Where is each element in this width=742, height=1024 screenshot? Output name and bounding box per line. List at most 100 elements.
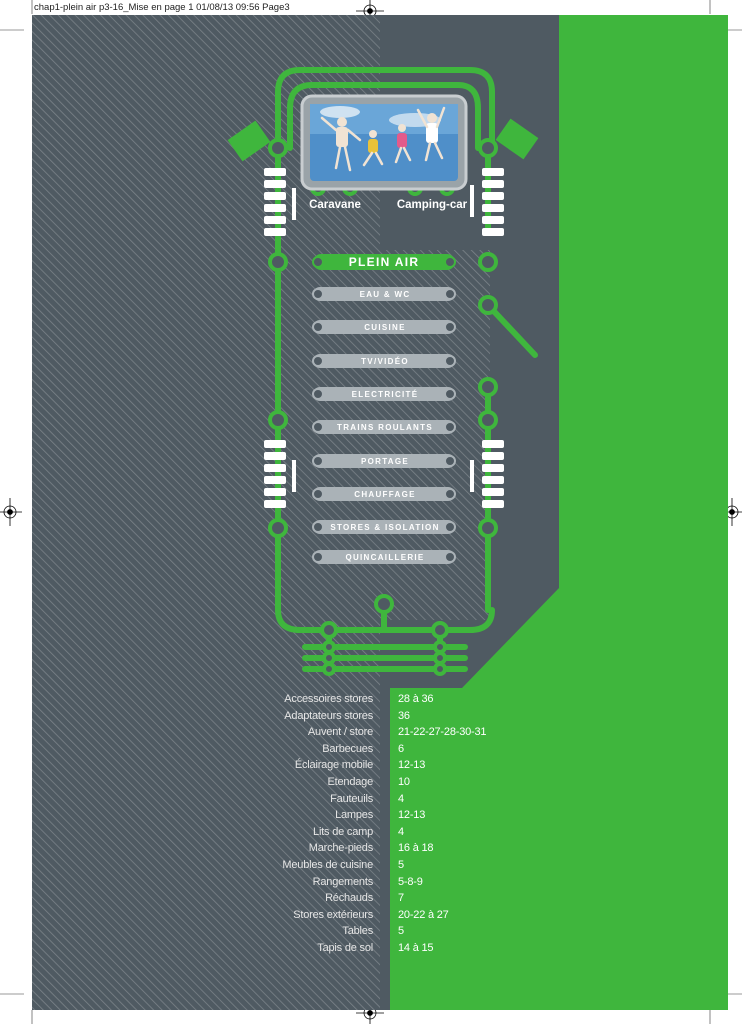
index-entry-pages: 20-22 à 27: [398, 908, 449, 921]
index-entry-pages: 14 à 15: [398, 942, 434, 954]
caravan-icons-top-left: [264, 168, 296, 236]
index-row: Stores extérieurs 20-22 à 27: [240, 909, 640, 925]
index-entry-name: Barbecues: [322, 742, 373, 755]
menu-item-node: [312, 551, 324, 563]
index-entry-name: Accessoires stores: [284, 693, 373, 705]
index-row: Auvent / store 21-22-27-28-30-31: [240, 726, 640, 742]
index-entry-pages: 36: [398, 709, 410, 722]
menu-item-node: [444, 551, 456, 563]
index-entry-pages: 7: [398, 892, 404, 905]
print-header: chap1-plein air p3-16_Mise en page 1 01/…: [34, 2, 290, 13]
index-entry-name: Meubles de cuisine: [282, 859, 373, 871]
menu-item[interactable]: PORTAGE: [312, 454, 456, 468]
menu-item-node: [312, 288, 324, 300]
menu-item-node: [312, 355, 324, 367]
index-entry-pages: 12-13: [398, 809, 426, 822]
menu-item-label: EAU & WC: [360, 290, 411, 299]
index-entry-name: Tables: [342, 925, 373, 938]
menu-item-node: [444, 421, 456, 433]
index-entry-name: Stores extérieurs: [293, 908, 373, 921]
caravane-label: Caravane: [309, 199, 361, 211]
menu-item-bar: [313, 320, 455, 334]
caravan-icons-mid-left: [264, 440, 296, 508]
index-row: Lampes 12-13: [240, 809, 640, 825]
hatched-center: [285, 250, 490, 620]
menu-item-bar: [313, 454, 455, 468]
index-entry-pages: 5-8-9: [398, 875, 423, 888]
menu-item-label: TV/VIDÉO: [361, 357, 409, 366]
index-row: Réchauds 7: [240, 892, 640, 908]
index-entry-pages: 21-22-27-28-30-31: [398, 726, 487, 739]
menu-item-bar: [313, 287, 455, 301]
camping-car-label: Camping-car: [397, 199, 468, 211]
menu-item-node: [312, 321, 324, 333]
menu-items: EAU & WC CUISINE TV/VIDÉO ELECTRICITÉ TRAINS…: [312, 287, 456, 564]
menu-item-label: TRAINS ROULANTS: [337, 423, 433, 432]
index-entry-pages: 16 à 18: [398, 842, 434, 855]
index-entry-name: Etendage: [327, 776, 374, 788]
index-entry-pages: 28 à 36: [398, 693, 434, 705]
menu-item[interactable]: TV/VIDÉO: [312, 354, 456, 368]
menu-item-label: CUISINE: [364, 323, 406, 332]
menu-item[interactable]: CUISINE: [312, 320, 456, 334]
index-entry-name: Réchauds: [325, 892, 373, 905]
menu-item[interactable]: QUINCAILLERIE: [312, 550, 456, 564]
jumping-people-photo: [300, 94, 468, 191]
index-entry-name: Rangements: [312, 875, 374, 888]
index-row: Fauteuils 4: [240, 793, 640, 809]
menu-item-label: ELECTRICITÉ: [352, 390, 419, 399]
menu-item[interactable]: ELECTRICITÉ: [312, 387, 456, 401]
menu-item[interactable]: EAU & WC: [312, 287, 456, 301]
menu-item-node: [444, 355, 456, 367]
menu-item-bar: [313, 520, 455, 534]
menu-item[interactable]: CHAUFFAGE: [312, 487, 456, 501]
menu-item-bar: [313, 387, 455, 401]
index-entry-pages: 5: [398, 925, 404, 938]
index-row: Tables 5: [240, 925, 640, 941]
index-entry-pages: 4: [398, 792, 404, 805]
menu-item-node: [312, 421, 324, 433]
menu-item-node: [312, 488, 324, 500]
registration-mark-top: [356, 0, 384, 22]
menu-item-node: [444, 521, 456, 533]
index-entry-pages: 5: [398, 859, 404, 871]
index-row: Etendage 10: [240, 776, 640, 792]
menu-item-node: [312, 455, 324, 467]
menu-item[interactable]: TRAINS ROULANTS: [312, 420, 456, 434]
menu-item-node: [444, 488, 456, 500]
index-entry-pages: 4: [398, 825, 404, 838]
index-entry-pages: 6: [398, 742, 404, 755]
registration-mark-left: [0, 498, 22, 526]
menu-item-label: STORES & ISOLATION: [330, 523, 439, 532]
index-row: Marche-pieds 16 à 18: [240, 842, 640, 858]
menu-item-bar: [313, 550, 455, 564]
camping-car-icons-top-right: [470, 168, 504, 236]
index-entry-name: Fauteuils: [330, 792, 373, 805]
index-row: Lits de camp 4: [240, 826, 640, 842]
menu-item-bar: [313, 354, 455, 368]
camping-car-icons-mid-right: [470, 440, 504, 508]
menu-title: PLEIN AIR: [349, 255, 420, 269]
index-row: Meubles de cuisine 5: [240, 859, 640, 875]
index-entry-pages: 12-13: [398, 759, 426, 772]
menu-item[interactable]: STORES & ISOLATION: [312, 520, 456, 534]
menu-item-node: [444, 321, 456, 333]
menu-item-node: [444, 388, 456, 400]
index-entry-name: Lits de camp: [313, 825, 373, 838]
menu-item-node: [444, 455, 456, 467]
menu-title-bar: PLEIN AIR: [312, 254, 456, 270]
menu-item-node: [312, 388, 324, 400]
index-entry-name: Auvent / store: [307, 726, 373, 739]
index-entry-name: Lampes: [335, 809, 373, 822]
vehicle-signs: [227, 118, 539, 162]
index-row: Barbecues 6: [240, 743, 640, 759]
index-entry-name: Marche-pieds: [308, 842, 373, 855]
menu-item-bar: [313, 487, 455, 501]
menu-item-node: [312, 521, 324, 533]
index-entry-pages: 10: [398, 776, 410, 788]
